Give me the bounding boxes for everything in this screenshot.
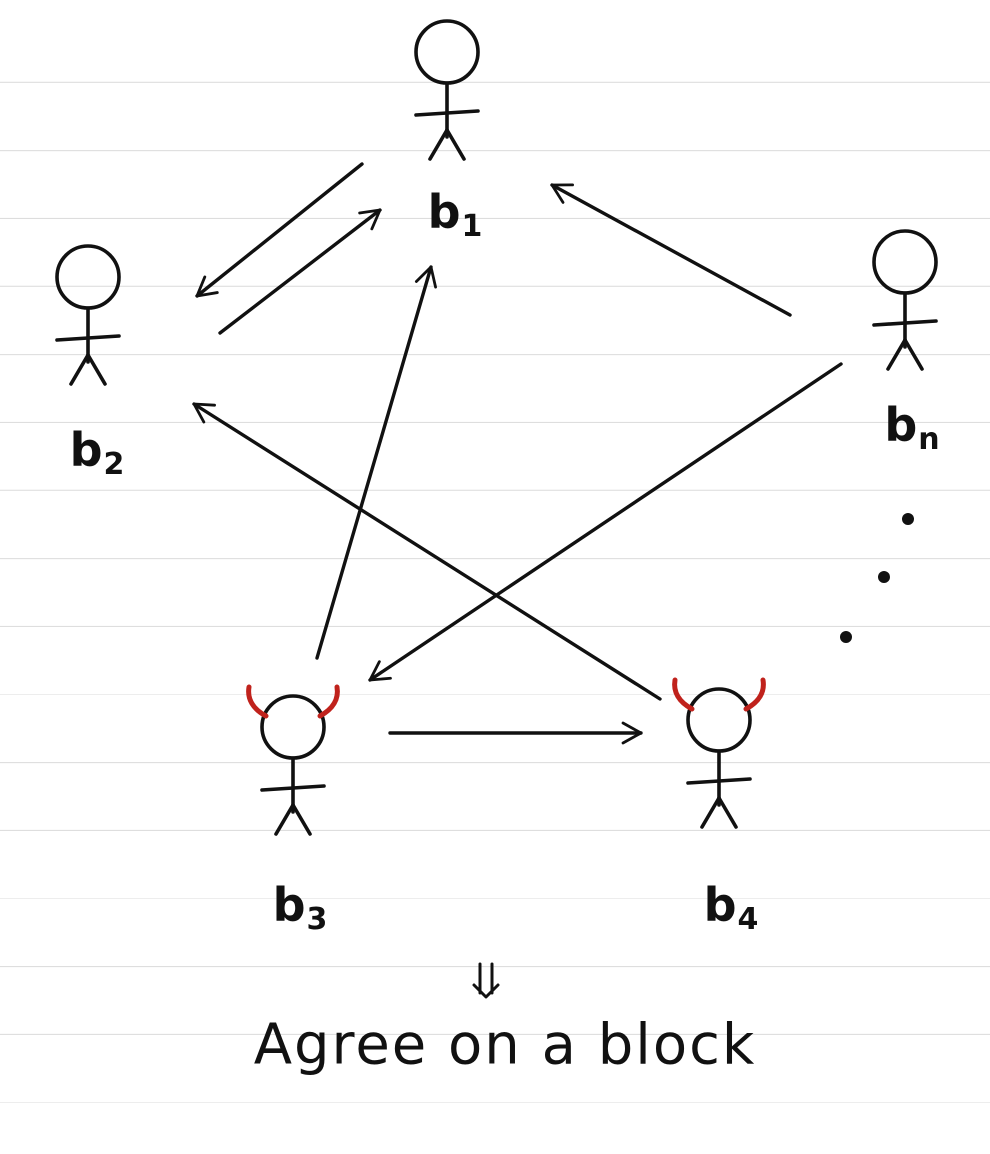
stick-figure-bn — [872, 229, 938, 371]
edge-b1-to-b2 — [195, 162, 364, 298]
devil-horns-icon — [672, 677, 766, 712]
node-label-base: b — [703, 878, 737, 932]
edge-b4-to-b2 — [192, 402, 662, 701]
devil-horns-icon — [246, 684, 340, 719]
stick-figure-b4 — [672, 677, 766, 829]
ellipsis-dots — [840, 513, 914, 643]
stick-figure-b2 — [55, 244, 121, 386]
node-label-b3: b3 — [273, 882, 328, 935]
node-label-subscript: 3 — [306, 902, 328, 937]
node-label-base: b — [884, 398, 918, 452]
node-label-subscript: 4 — [737, 902, 759, 937]
ellipsis-dot — [902, 513, 914, 525]
ellipsis-dot — [878, 571, 890, 583]
edge-b2-to-b1 — [218, 208, 382, 335]
node-label-subscript: 1 — [461, 209, 483, 244]
edge-bn-to-b3 — [368, 362, 843, 682]
stick-figure-b1 — [414, 19, 480, 161]
down-arrow-icon — [472, 962, 500, 999]
stick-figure-b3 — [246, 684, 340, 836]
node-label-b1: b1 — [428, 189, 483, 242]
node-label-base: b — [427, 185, 461, 239]
node-label-b2: b2 — [70, 427, 125, 480]
edge-b3-to-b1 — [315, 265, 437, 660]
node-label-base: b — [272, 878, 306, 932]
node-label-bn: bn — [884, 402, 939, 455]
diagram-caption: Agree on a block — [253, 1012, 757, 1078]
edge-bn-to-b1 — [550, 183, 792, 317]
node-label-b4: b4 — [704, 882, 759, 935]
node-label-base: b — [69, 423, 103, 477]
ellipsis-dot — [840, 631, 852, 643]
node-label-subscript: n — [918, 422, 940, 457]
node-label-subscript: 2 — [103, 447, 125, 482]
